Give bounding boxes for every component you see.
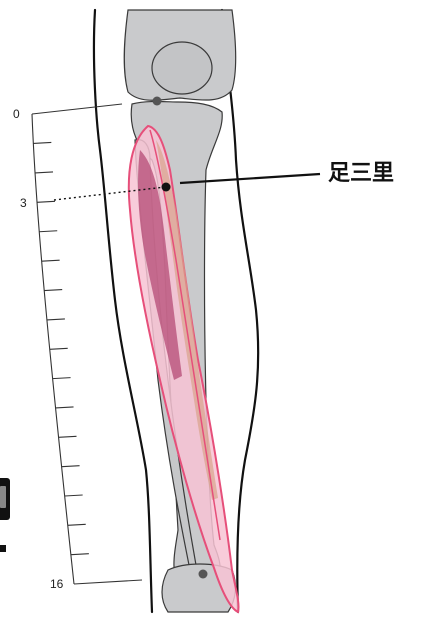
acupoint-label: 足三里: [328, 161, 394, 186]
ruler-ticks: [33, 142, 89, 554]
ruler-tick: [44, 290, 62, 291]
ruler-tick: [33, 142, 51, 143]
acupoint-marker: [162, 183, 171, 192]
ruler-tick: [50, 348, 68, 349]
ruler-label-16: 16: [50, 577, 64, 591]
ruler-tick: [39, 231, 57, 232]
leg-outline-left: [94, 10, 152, 612]
ruler-tick: [53, 378, 71, 379]
ruler-tick: [71, 554, 89, 555]
ruler-label-0: 0: [13, 107, 20, 121]
ruler-tick: [42, 260, 60, 261]
ruler-tick: [37, 201, 55, 202]
ruler-tick: [62, 466, 80, 467]
measurement-ruler: [32, 104, 142, 584]
cropped-glyph-icon: [0, 545, 6, 552]
ruler-tick: [68, 524, 86, 525]
ruler-tick: [35, 172, 53, 173]
knee-landmark-dot: [153, 97, 162, 106]
ruler-tick: [56, 407, 74, 408]
patella: [152, 42, 212, 94]
leg-outline-right: [222, 10, 258, 612]
ruler-label-3: 3: [20, 196, 27, 210]
ruler-tick: [47, 319, 65, 320]
ankle-landmark-dot: [199, 570, 208, 579]
device-icon: [0, 478, 10, 520]
ruler-top-line: [32, 104, 122, 114]
ruler-bottom-line: [74, 580, 142, 584]
ruler-tick: [59, 436, 77, 437]
ruler-tick: [65, 495, 83, 496]
